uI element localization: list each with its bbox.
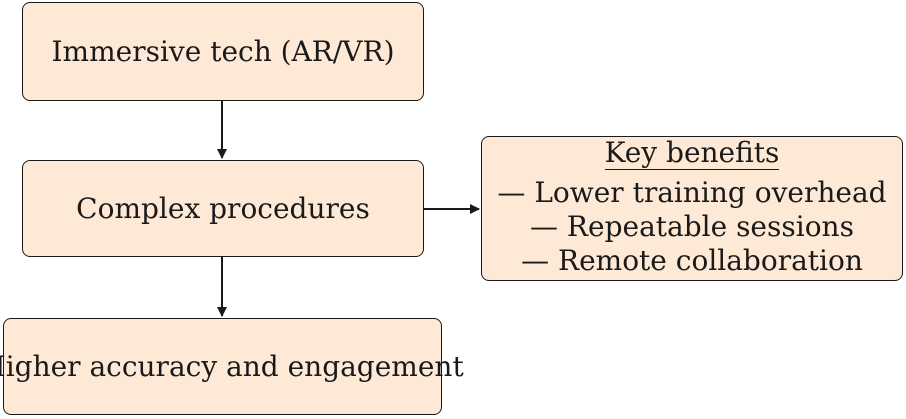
benefit-item-lower-training-overhead: — Lower training overhead (497, 176, 887, 209)
benefit-item-remote-collaboration: — Remote collaboration (521, 244, 863, 277)
node-complex-procedures: Complex procedures (22, 160, 424, 257)
benefit-item-repeatable-sessions: — Repeatable sessions (530, 210, 854, 243)
node-key-benefits: Key benefits — Lower training overhead —… (481, 136, 903, 281)
node-complex-procedures-label: Complex procedures (76, 191, 370, 225)
node-immersive-tech-label: Immersive tech (AR/VR) (51, 34, 395, 68)
node-higher-accuracy-label: Higher accuracy and engagement (0, 349, 464, 383)
node-immersive-tech: Immersive tech (AR/VR) (22, 2, 424, 101)
node-higher-accuracy: Higher accuracy and engagement (0, 318, 464, 415)
key-benefits-heading: Key benefits (604, 136, 780, 170)
